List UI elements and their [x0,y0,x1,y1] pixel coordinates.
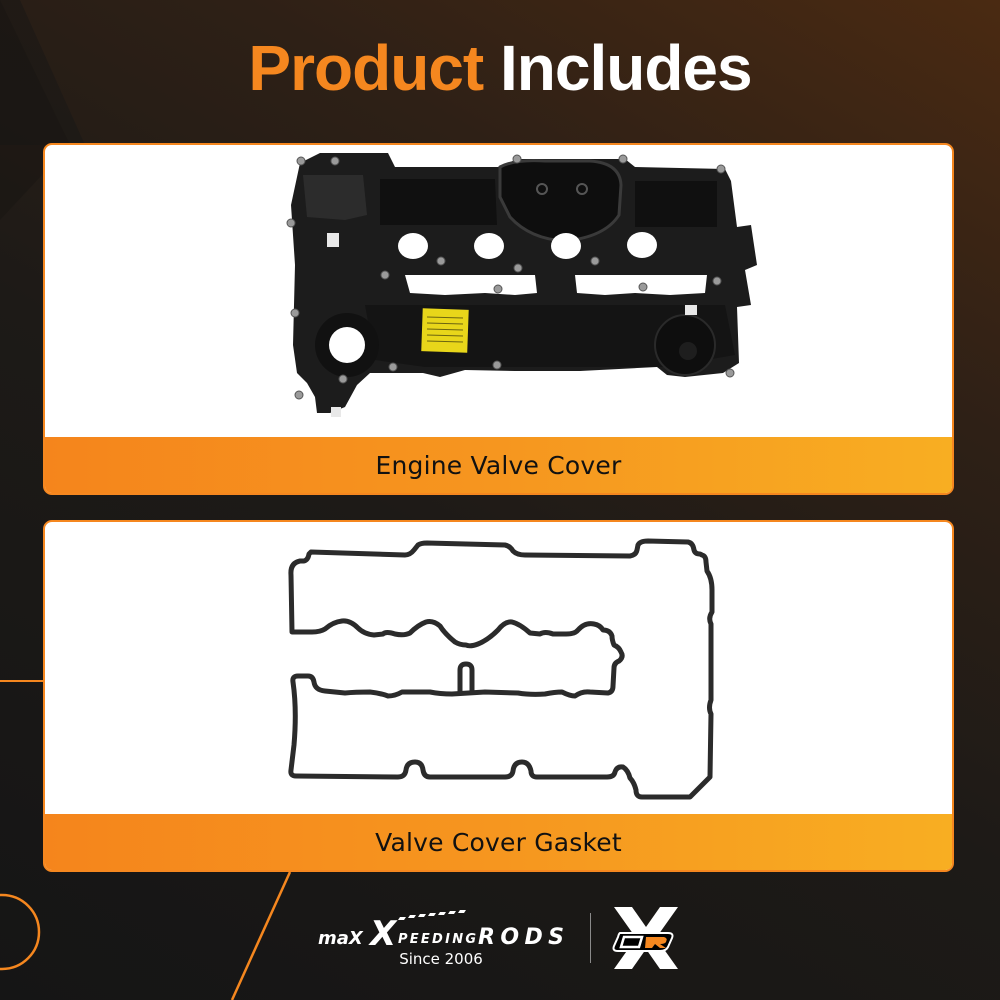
product-label: Valve Cover Gasket [45,814,952,870]
product-card-valve-cover: Engine Valve Cover [43,143,954,495]
maxpeedingrods-logo: maX X PEEDING RODS [318,910,564,949]
or-logo-icon [612,907,678,969]
svg-text:maX: maX [318,928,364,949]
logo-divider [590,913,591,963]
page-title: Product Includes [0,36,1000,100]
product-card-gasket: Valve Cover Gasket [43,520,954,872]
svg-text:X: X [368,914,398,949]
gasket-image [288,538,715,800]
title-rest: Includes [499,32,753,104]
valve-cover-image [286,153,757,417]
title-highlight: Product [248,32,484,104]
brand-since: Since 2006 [399,950,483,968]
product-label: Engine Valve Cover [45,437,952,493]
brand-logo-area: maX X PEEDING RODS Since 2006 [316,905,686,975]
svg-text:PEEDING: PEEDING [398,932,476,947]
svg-text:RODS: RODS [478,925,564,949]
